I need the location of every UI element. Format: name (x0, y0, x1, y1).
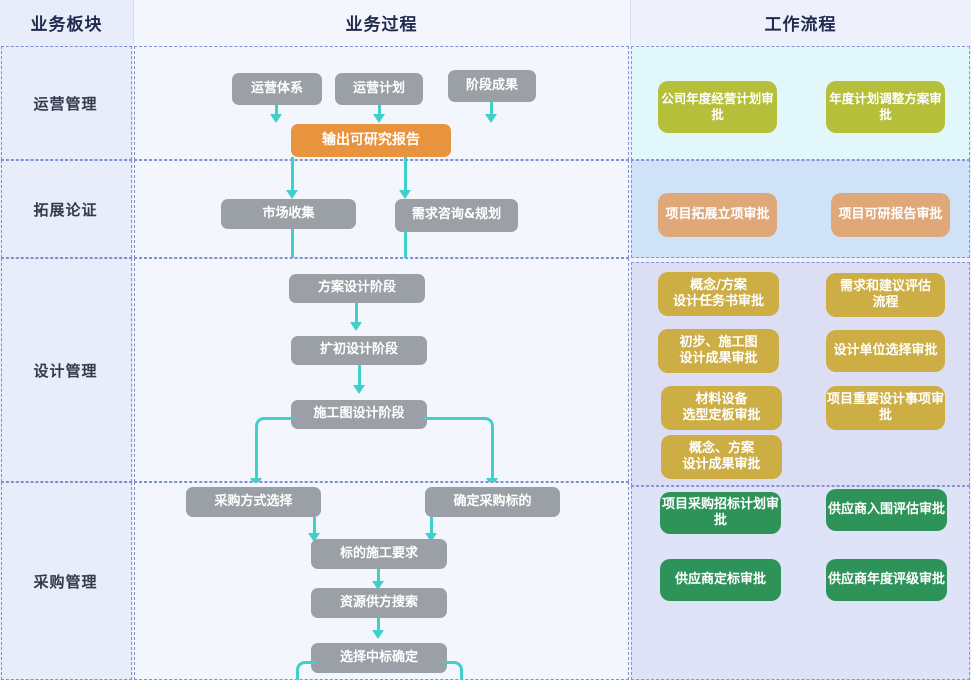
header-business-segment: 业务板块 (30, 14, 103, 35)
connector-line (275, 105, 278, 117)
segment-band-row-4 (1, 482, 132, 680)
connector-line (377, 569, 380, 586)
workflow-node-project-feasibility-report-approval[interactable]: 项目可研报告审批 (831, 193, 950, 237)
connector-arrow (425, 533, 437, 542)
process-node-phase-results[interactable]: 阶段成果 (448, 70, 536, 102)
workflow-node-project-key-design-item-approval[interactable]: 项目重要设计事项审批 (826, 386, 945, 430)
process-node-operating-plan[interactable]: 运营计划 (335, 73, 423, 105)
connector-line (404, 232, 407, 275)
header-workflow: 工作流程 (764, 14, 837, 35)
connector-line (404, 157, 407, 196)
header-divider-2 (630, 0, 631, 44)
connector-arrow (270, 114, 282, 123)
connector-line (377, 618, 380, 635)
workflow-node-supplier-annual-rating-approval[interactable]: 供应商年度评级审批 (826, 559, 947, 601)
row-label-procurement: 采购管理 (33, 572, 98, 591)
connector-arrow (485, 114, 497, 123)
connector-arrow (373, 114, 385, 123)
workflow-node-supplier-bid-award-approval[interactable]: 供应商定标审批 (660, 559, 781, 601)
process-node-select-winning-bid[interactable]: 选择中标确定 (311, 643, 447, 673)
connector-line (313, 517, 316, 539)
workflow-node-demand-and-proposal-evaluation-process[interactable]: 需求和建议评估 流程 (826, 273, 945, 317)
connector-elbow (424, 417, 494, 439)
segment-band-row-3 (1, 258, 132, 482)
connector-line (491, 437, 494, 487)
process-node-define-procurement-target[interactable]: 确定采购标的 (425, 487, 560, 517)
connector-elbow (296, 661, 316, 680)
connector-arrow (286, 190, 298, 199)
connector-arrow (399, 190, 411, 199)
row-label-operations: 运营管理 (33, 94, 98, 113)
process-node-demand-consulting-planning[interactable]: 需求咨询&规划 (395, 199, 518, 232)
workflow-node-supplier-shortlist-evaluation-approval[interactable]: 供应商入围评估审批 (826, 489, 947, 531)
connector-arrow (308, 533, 320, 542)
workflow-node-project-expansion-initiation-approval[interactable]: 项目拓展立项审批 (658, 193, 777, 237)
header-row: 业务板块 业务过程 工作流程 (0, 0, 971, 44)
segment-band-row-2 (1, 160, 132, 258)
connector-arrow (350, 322, 362, 331)
process-band-row-2 (134, 160, 629, 258)
workflow-node-concept-scheme-design-result-approval[interactable]: 概念、方案 设计成果审批 (661, 435, 782, 479)
process-node-construction-drawing-design-stage[interactable]: 施工图设计阶段 (291, 400, 427, 429)
workflow-node-project-procurement-tender-plan-approval[interactable]: 项目采购招标计划审批 (660, 492, 781, 534)
process-node-scheme-design-stage[interactable]: 方案设计阶段 (289, 274, 425, 303)
process-node-feasibility-report[interactable]: 输出可研究报告 (291, 124, 451, 157)
process-node-expanded-preliminary-design-stage[interactable]: 扩初设计阶段 (291, 336, 427, 365)
connector-elbow (255, 417, 295, 439)
process-node-procurement-method-selection[interactable]: 采购方式选择 (186, 487, 321, 517)
workflow-node-annual-business-plan-approval[interactable]: 公司年度经营计划审批 (658, 81, 777, 133)
connector-line (430, 517, 433, 539)
connector-line (255, 437, 258, 487)
connector-line (291, 157, 294, 196)
workflow-node-annual-plan-adjustment-approval[interactable]: 年度计划调整方案审批 (826, 81, 945, 133)
workflow-node-preliminary-construction-drawing-approval[interactable]: 初步、施工图 设计成果审批 (658, 329, 779, 373)
process-node-operating-system[interactable]: 运营体系 (232, 73, 322, 105)
process-node-target-construction-requirements[interactable]: 标的施工要求 (311, 539, 447, 569)
process-node-market-collection[interactable]: 市场收集 (221, 199, 356, 229)
header-business-process: 业务过程 (345, 14, 418, 35)
connector-line (291, 229, 294, 275)
connector-arrow (372, 581, 384, 590)
workflow-node-material-equipment-selection-approval[interactable]: 材料设备 选型定板审批 (661, 386, 782, 430)
row-label-expansion: 拓展论证 (33, 200, 98, 219)
connector-line (358, 365, 361, 390)
workflow-node-design-unit-selection-approval[interactable]: 设计单位选择审批 (826, 330, 945, 372)
row-label-design: 设计管理 (33, 361, 98, 380)
workflow-node-concept-scheme-design-brief-approval[interactable]: 概念/方案 设计任务书审批 (658, 272, 779, 316)
connector-elbow (443, 661, 463, 680)
process-node-resource-supplier-search[interactable]: 资源供方搜索 (311, 588, 447, 618)
connector-line (490, 102, 493, 117)
segment-band-row-1 (1, 46, 132, 160)
header-divider-1 (133, 0, 134, 44)
connector-line (378, 105, 381, 117)
connector-line (355, 303, 358, 328)
connector-arrow (353, 385, 365, 394)
connector-arrow (372, 630, 384, 639)
